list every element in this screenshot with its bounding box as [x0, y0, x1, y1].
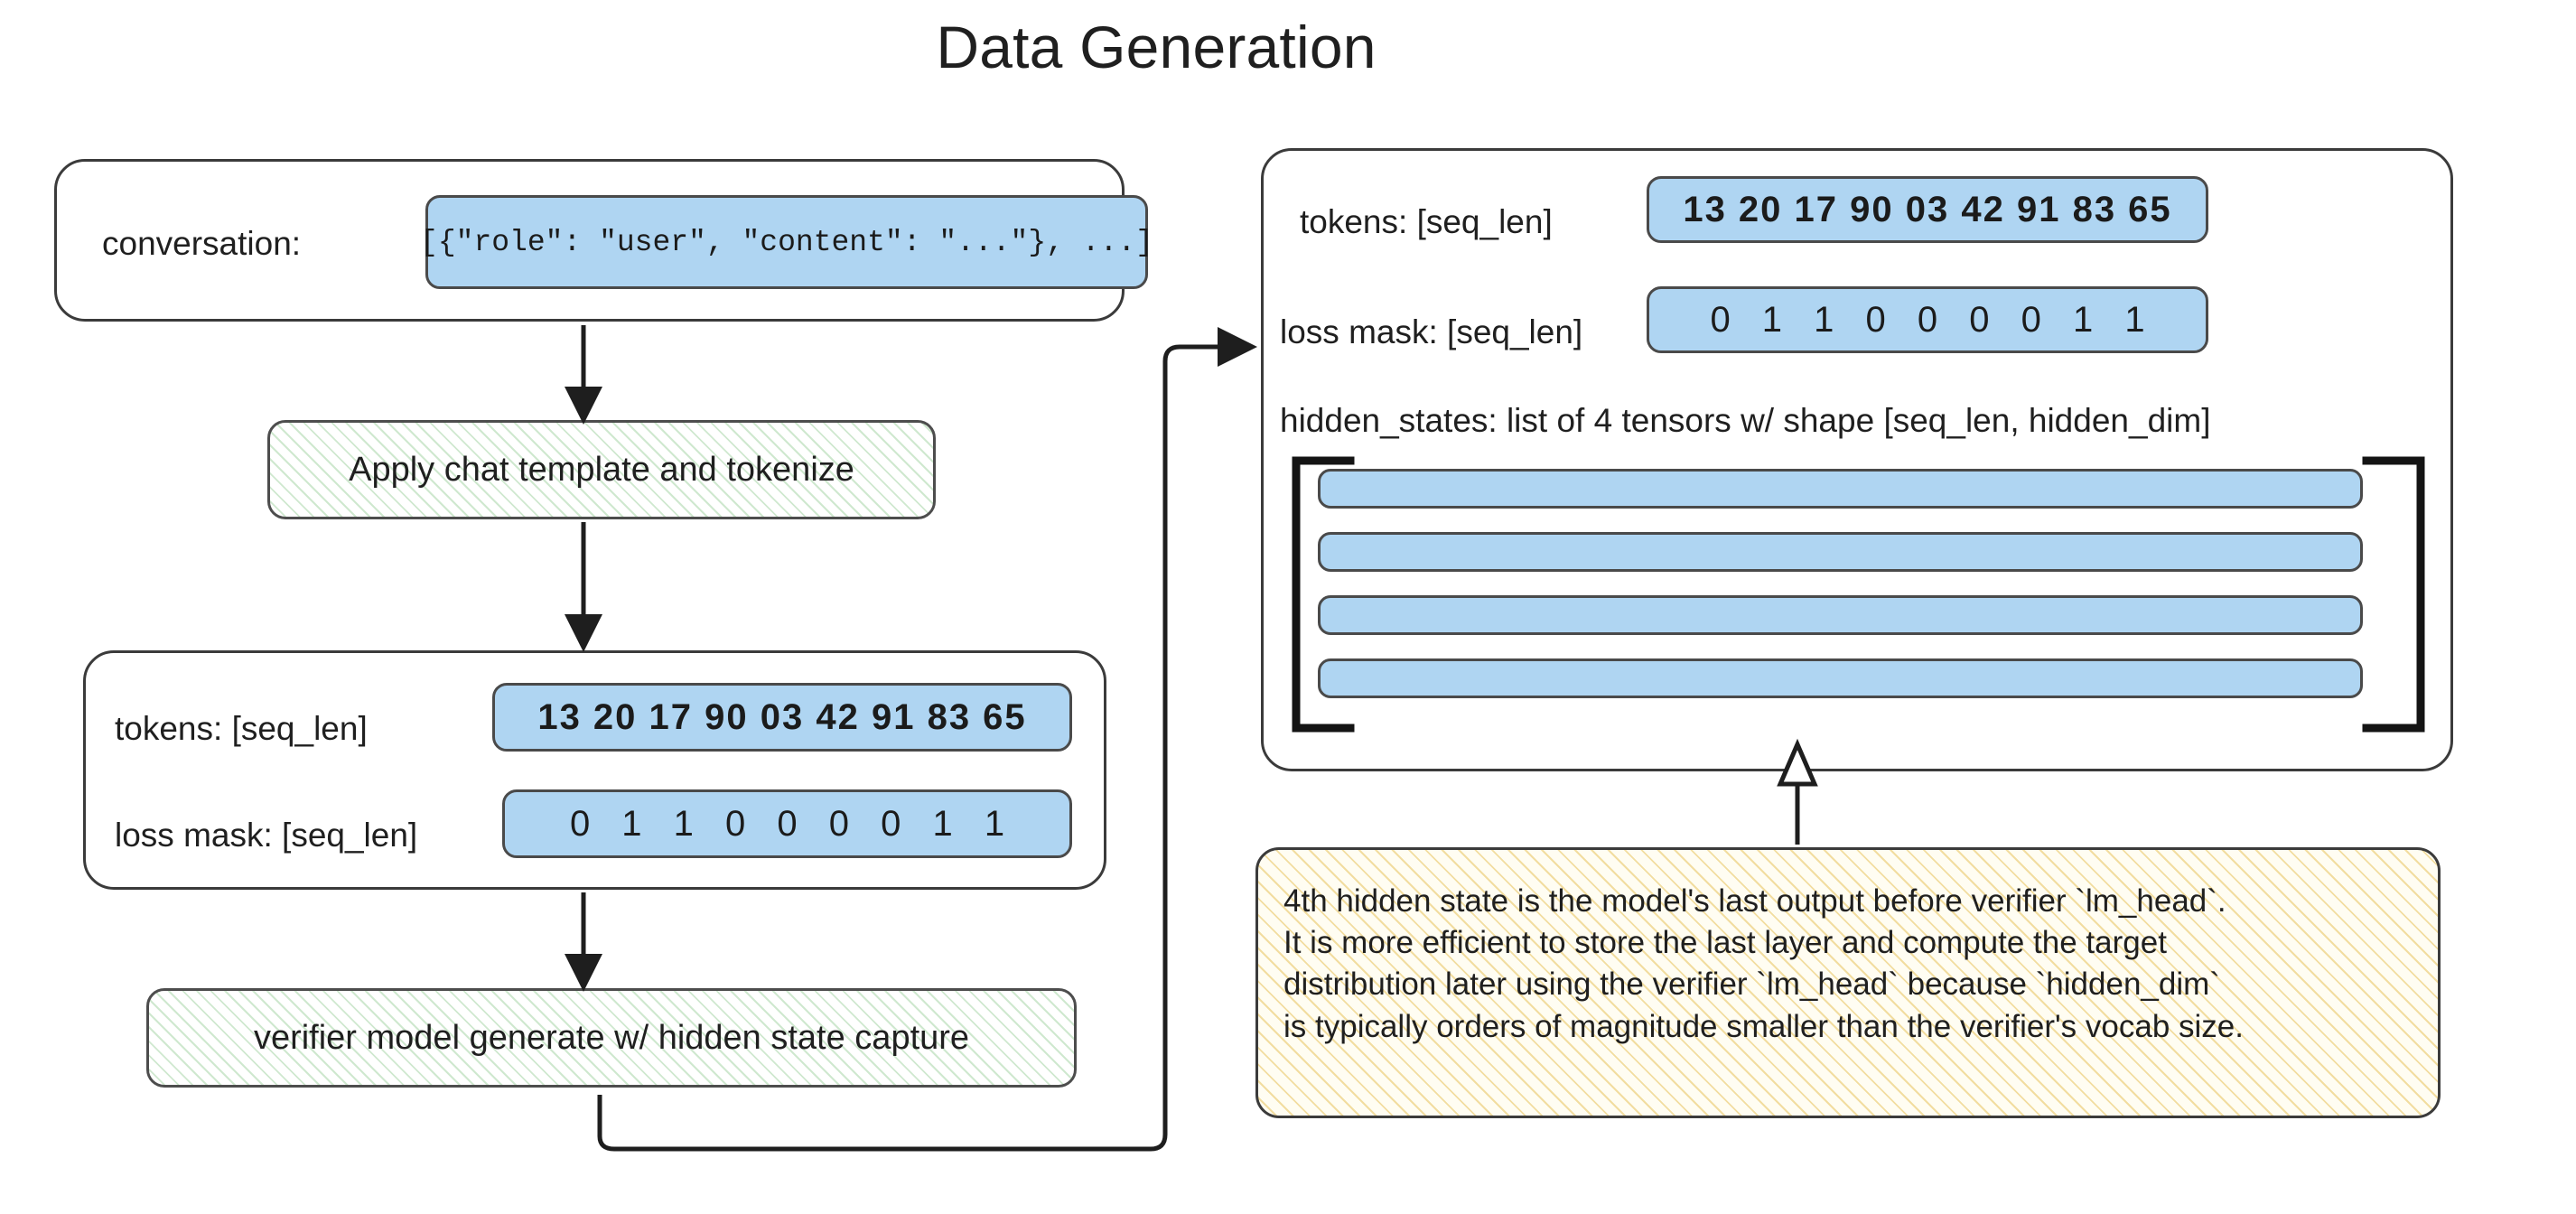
hidden-state-tensor-bar [1318, 469, 2363, 509]
conversation-value-pill: [{"role": "user", "content": "..."}, ...… [420, 195, 1153, 289]
output-card: tokens: [seq_len] 13 20 17 90 03 42 91 8… [1261, 148, 2453, 771]
output-loss-mask-label: loss mask: [seq_len] [1280, 313, 1583, 350]
loss-mask-value-pill: 0 1 1 0 0 0 0 1 1 [502, 789, 1072, 858]
note-line: is typically orders of magnitude smaller… [1283, 1008, 2244, 1044]
arrow-tokenize-to-tokens [565, 522, 602, 652]
note-line: It is more efficient to store the last l… [1283, 925, 2167, 961]
conversation-label: conversation: [102, 225, 302, 262]
arrow-conversation-to-tokenize [565, 325, 602, 425]
tokenized-card: tokens: [seq_len] 13 20 17 90 03 42 91 8… [83, 650, 1106, 890]
loss-mask-label: loss mask: [seq_len] [115, 817, 418, 854]
output-tokens-label: tokens: [seq_len] [1300, 203, 1553, 240]
hidden-state-tensor-bar [1318, 532, 2363, 572]
step-verifier-generate-label: verifier model generate w/ hidden state … [253, 1018, 970, 1057]
conversation-card: conversation: [{"role": "user", "content… [54, 159, 1153, 322]
step-apply-chat-template-label: Apply chat template and tokenize [349, 450, 854, 489]
hidden-states-label: hidden_states: list of 4 tensors w/ shap… [1280, 402, 2211, 439]
note-line: distribution later using the verifier `l… [1283, 967, 2220, 1003]
tokens-value-pill: 13 20 17 90 03 42 91 83 65 [492, 683, 1072, 752]
output-loss-mask-value-pill: 0 1 1 0 0 0 0 1 1 [1647, 286, 2208, 353]
step-apply-chat-template[interactable]: Apply chat template and tokenize [267, 420, 936, 519]
note-line: 4th hidden state is the model's last out… [1283, 883, 2226, 919]
arrow-tokens-to-generate [565, 892, 602, 992]
output-tokens-value-pill: 13 20 17 90 03 42 91 83 65 [1647, 176, 2208, 243]
hidden-state-tensor-bar [1318, 658, 2363, 698]
hidden-state-note: 4th hidden state is the model's last out… [1255, 847, 2441, 1118]
hidden-state-tensor-bar [1318, 595, 2363, 635]
step-verifier-generate[interactable]: verifier model generate w/ hidden state … [146, 988, 1077, 1088]
page-title: Data Generation [936, 14, 1377, 80]
tokens-label: tokens: [seq_len] [115, 710, 368, 747]
